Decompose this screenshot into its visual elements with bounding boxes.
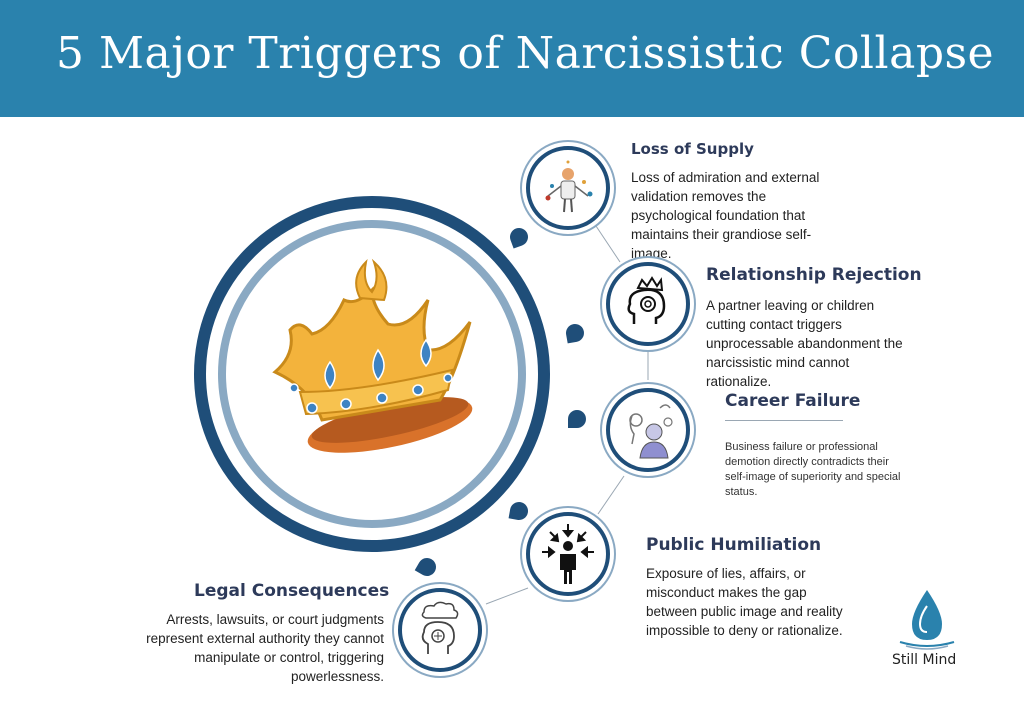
brain-storm-icon — [398, 588, 482, 672]
page-title: 5 Major Triggers of Narcissistic Collaps… — [56, 28, 995, 79]
item-desc-loss-of-supply: Loss of admiration and external validati… — [631, 170, 820, 261]
item-desc-public-humiliation: Exposure of lies, affairs, or misconduct… — [646, 566, 843, 638]
crowned-head-icon — [606, 262, 690, 346]
item-title-loss-of-supply: Loss of Supply — [631, 140, 754, 158]
item-desc-legal-consequences: Arrests, lawsuits, or court judgments re… — [146, 612, 384, 684]
item-title-career-failure: Career Failure — [725, 391, 861, 411]
item-desc-career-failure: Business failure or professional demotio… — [725, 441, 901, 498]
career-failure-divider — [725, 420, 843, 421]
crown-icon — [272, 258, 473, 453]
distressed-person-icon — [606, 388, 690, 472]
outer-ring — [194, 196, 550, 552]
connector-lines — [485, 225, 649, 605]
person-juggling-icon — [526, 146, 610, 230]
item-title-relationship-rejection: Relationship Rejection — [706, 265, 922, 285]
inner-ring — [218, 220, 526, 528]
item-title-public-humiliation: Public Humiliation — [646, 535, 822, 555]
marker-dot-3 — [568, 410, 586, 428]
person-under-pressure-icon — [526, 512, 610, 596]
header-banner: 5 Major Triggers of Narcissistic Collaps… — [0, 0, 1024, 117]
brand-name: Still Mind — [892, 652, 957, 668]
item-desc-relationship-rejection: A partner leaving or children cutting co… — [706, 298, 903, 389]
item-title-legal-consequences: Legal Consequences — [194, 581, 390, 601]
